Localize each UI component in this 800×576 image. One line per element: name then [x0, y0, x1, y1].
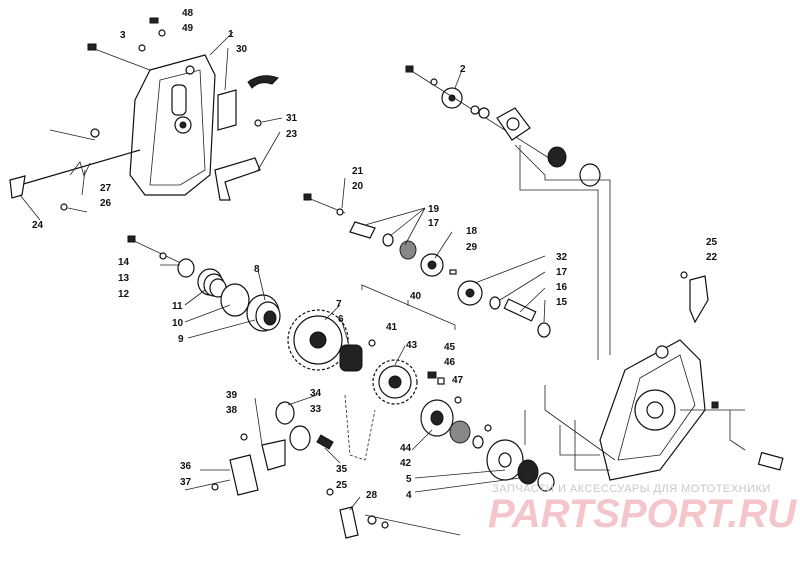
drive-housing [599, 271, 784, 481]
callout-16: 16 [556, 282, 568, 293]
small-hardware-top [138, 17, 262, 127]
callout-47: 47 [452, 375, 464, 386]
callout-38: 38 [226, 405, 238, 416]
bearing-8-9 [246, 294, 281, 332]
callout-46: 46 [444, 357, 456, 368]
callout-30: 30 [236, 44, 248, 55]
callout-31: 31 [286, 113, 298, 124]
bolt-left-upper [87, 43, 151, 71]
callout-labels: 1 2 3 4 5 6 7 8 9 10 11 12 13 14 15 16 1… [32, 8, 718, 501]
ring-10 [220, 283, 250, 317]
callout-25a: 25 [706, 237, 718, 248]
callout-37: 37 [180, 477, 192, 488]
callout-20: 20 [352, 181, 364, 192]
bearing-flange [496, 107, 601, 187]
callout-12: 12 [118, 289, 130, 300]
watermark: ЗАПЧАСТИ И АКСЕССУАРЫ ДЛЯ МОТОТЕХНИКИ PA… [488, 483, 797, 536]
disc-4-5 [486, 439, 555, 492]
bracket-30 [247, 75, 279, 89]
callout-6: 6 [338, 314, 344, 325]
callout-3: 3 [120, 30, 126, 41]
callout-36: 36 [180, 461, 192, 472]
callout-15: 15 [556, 297, 568, 308]
callout-42: 42 [400, 458, 412, 469]
cam-42-44 [420, 399, 492, 449]
watermark-tagline: ЗАПЧАСТИ И АКСЕССУАРЫ ДЛЯ МОТОТЕХНИКИ [492, 483, 771, 495]
callout-22: 22 [706, 252, 718, 263]
callout-48: 48 [182, 8, 194, 19]
callout-17a: 17 [428, 218, 440, 229]
callout-24: 24 [32, 220, 44, 231]
callout-4: 4 [406, 490, 412, 501]
callout-39: 39 [226, 390, 238, 401]
callout-34: 34 [310, 388, 322, 399]
sprocket-7 [287, 309, 349, 371]
callout-33: 33 [310, 404, 322, 415]
callout-10: 10 [172, 318, 184, 329]
callout-17b: 17 [556, 267, 568, 278]
roller-6 [339, 344, 363, 372]
chain-case-cover [129, 54, 216, 196]
callout-23: 23 [286, 129, 298, 140]
adjuster-45-47 [427, 371, 462, 404]
bracket-23 [214, 157, 261, 201]
callout-43: 43 [406, 340, 418, 351]
callout-45: 45 [444, 342, 456, 353]
plate-30 [217, 89, 237, 131]
callout-27: 27 [100, 183, 112, 194]
bolt-20-21 [303, 193, 417, 260]
tensioner-33-39 [184, 401, 334, 496]
callout-44: 44 [400, 443, 412, 454]
callout-19: 19 [428, 204, 440, 215]
callout-9: 9 [178, 334, 184, 345]
sprocket-43 [372, 359, 418, 405]
callout-1: 1 [228, 29, 234, 40]
callout-5: 5 [406, 474, 412, 485]
callout-25b: 25 [336, 480, 348, 491]
sprocket-18 [420, 253, 457, 277]
callout-35: 35 [336, 464, 348, 475]
callout-32: 32 [556, 252, 568, 263]
bolt-left-lower [49, 128, 100, 211]
bolt-28 [326, 488, 389, 539]
sprocket-2 [405, 65, 561, 166]
sprocket-32 [457, 280, 551, 338]
callout-11: 11 [172, 301, 183, 312]
callout-8: 8 [254, 264, 260, 275]
callout-26: 26 [100, 198, 112, 209]
callout-18: 18 [466, 226, 478, 237]
watermark-logo: PARTSPORT.RU [488, 492, 797, 536]
callout-29: 29 [466, 242, 478, 253]
callout-13: 13 [118, 273, 130, 284]
shaft-24 [9, 149, 141, 199]
callout-7: 7 [336, 299, 342, 310]
routing-lines [364, 144, 746, 536]
callout-40: 40 [410, 291, 422, 302]
callout-49: 49 [182, 23, 194, 34]
callout-28: 28 [366, 490, 378, 501]
bracket-40 [361, 284, 456, 347]
bolt-12-14 [127, 235, 195, 278]
callout-2: 2 [460, 64, 466, 75]
chain [344, 394, 376, 461]
callout-21: 21 [352, 166, 364, 177]
callout-41: 41 [386, 322, 398, 333]
callout-14: 14 [118, 257, 130, 268]
leader-ticks [19, 31, 546, 511]
